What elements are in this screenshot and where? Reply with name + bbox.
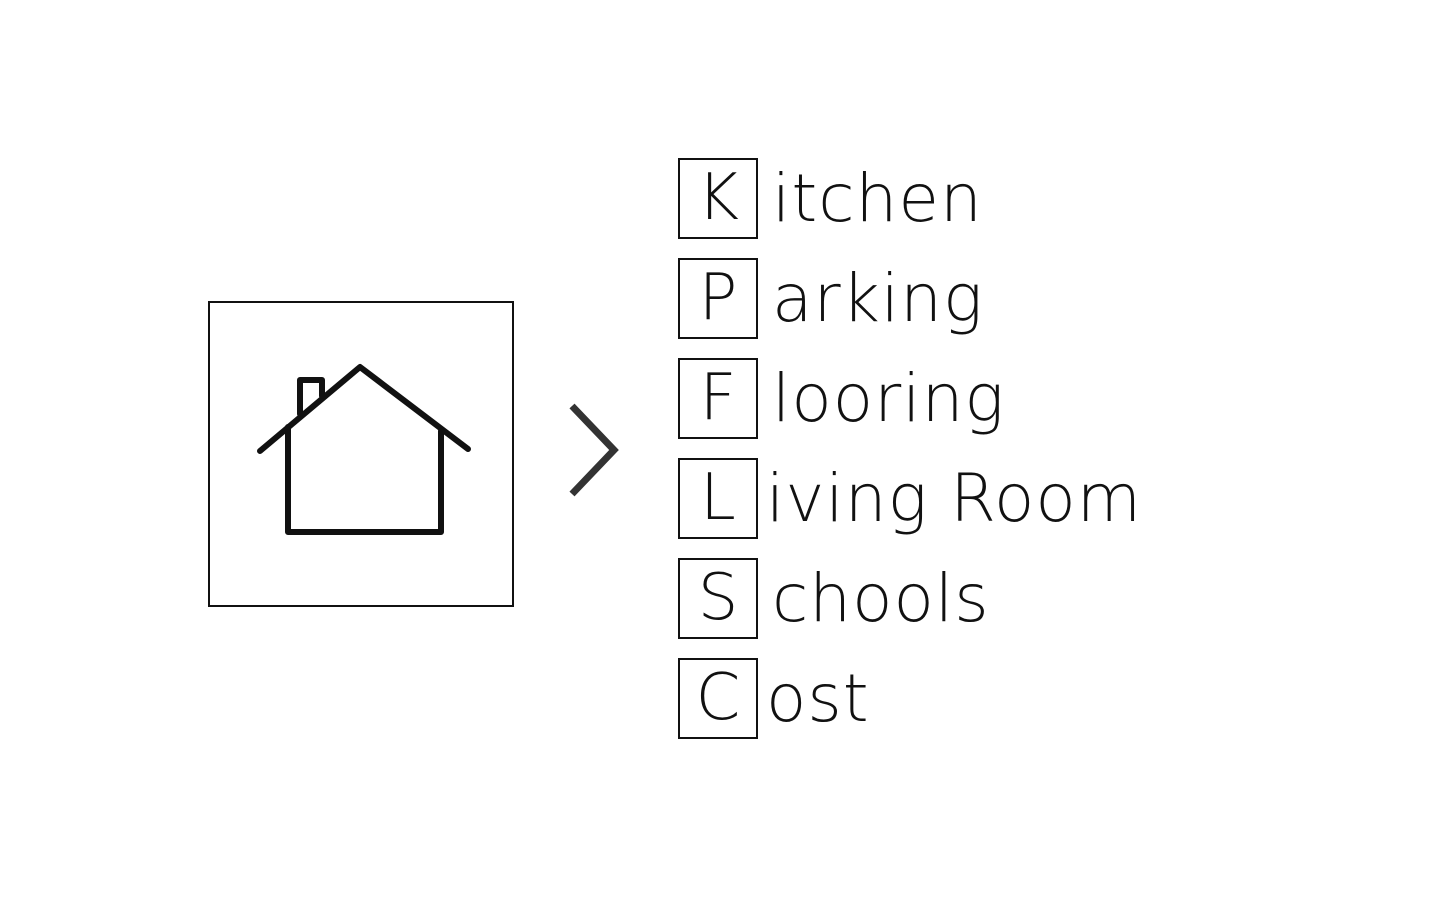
initial-letter-box: P xyxy=(678,258,758,339)
word-remainder: looring xyxy=(772,360,1006,437)
word-remainder: itchen xyxy=(772,160,983,237)
list-item-kitchen: K itchen xyxy=(678,158,1378,258)
house-icon-frame xyxy=(208,301,514,607)
initial-letter: C xyxy=(695,660,741,735)
word-remainder: arking xyxy=(772,260,984,337)
word-remainder: chools xyxy=(772,560,990,637)
list-item-schools: S chools xyxy=(678,558,1378,658)
initial-letter: S xyxy=(697,560,739,635)
initial-letter: L xyxy=(700,460,736,535)
acronym-list: K itchen P arking F looring L iving Room… xyxy=(678,158,1378,758)
initial-letter-box: K xyxy=(678,158,758,239)
initial-letter-box: S xyxy=(678,558,758,639)
initial-letter: K xyxy=(697,160,739,235)
word-remainder: ost xyxy=(766,660,870,737)
list-item-parking: P arking xyxy=(678,258,1378,358)
list-item-living-room: L iving Room xyxy=(678,458,1378,558)
house-icon xyxy=(257,364,471,535)
initial-letter-box: C xyxy=(678,658,758,739)
initial-letter: F xyxy=(699,360,737,435)
initial-letter-box: F xyxy=(678,358,758,439)
initial-letter-box: L xyxy=(678,458,758,539)
chevron-right-icon xyxy=(569,403,619,497)
initial-letter: P xyxy=(698,260,738,335)
word-remainder: iving Room xyxy=(766,460,1143,537)
list-item-flooring: F looring xyxy=(678,358,1378,458)
list-item-cost: C ost xyxy=(678,658,1378,758)
